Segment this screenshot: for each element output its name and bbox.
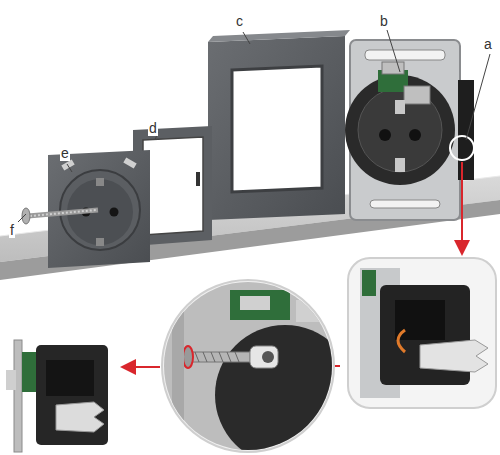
cover-frame xyxy=(208,30,350,220)
part-letter: b xyxy=(379,13,389,29)
part-letter: f xyxy=(9,222,15,238)
part-letter: c xyxy=(235,13,244,29)
part-letter: e xyxy=(60,145,70,161)
socket-insert xyxy=(345,40,474,220)
part-letter: d xyxy=(148,120,158,136)
red-arrow xyxy=(461,162,463,248)
side-view xyxy=(6,340,108,452)
red-arrow xyxy=(128,366,160,368)
part-letter: a xyxy=(483,36,493,52)
front-plate xyxy=(48,150,150,268)
leader-lines xyxy=(18,30,490,222)
clip-detail xyxy=(348,258,496,408)
screw-detail xyxy=(160,280,355,455)
fixing-screw xyxy=(22,208,98,224)
